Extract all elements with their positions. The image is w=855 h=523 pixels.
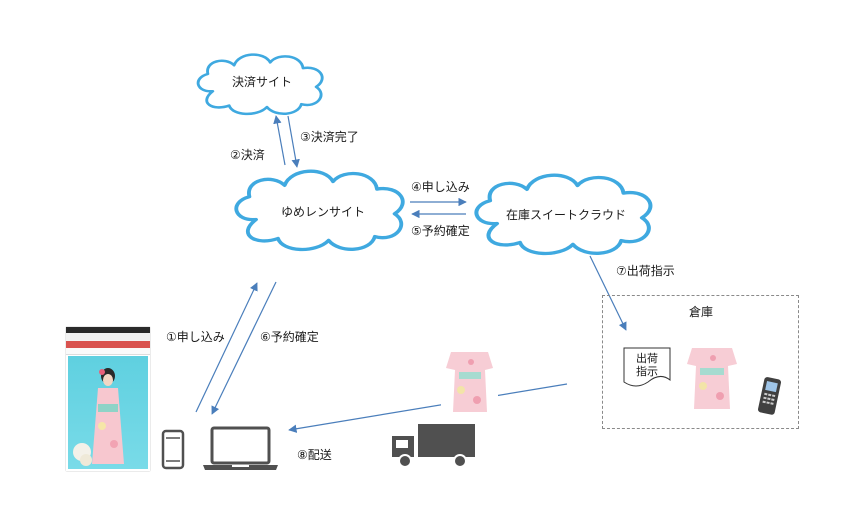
kimono-photo-delivery <box>441 342 498 414</box>
step-5-label: ⑤予約確定 <box>411 224 470 238</box>
zaiko-cloud-label: 在庫スイートクラウド <box>505 208 626 222</box>
step-1-label: ①申し込み <box>166 330 225 344</box>
step-2-label: ②決済 <box>230 148 265 162</box>
arrow-shipping-instruction <box>589 255 627 331</box>
warehouse-label: 倉庫 <box>689 305 714 319</box>
smartphone-icon <box>161 429 185 470</box>
arrow-apply-from-device <box>195 282 258 413</box>
phone-photo <box>68 356 148 469</box>
kimono-girl-figure <box>73 368 124 466</box>
step-8-label: ⑧配送 <box>297 448 332 462</box>
arrow-delivery <box>288 383 568 433</box>
warehouse-box <box>602 295 799 429</box>
kimono-photo-warehouse <box>682 338 742 411</box>
step-4-label: ④申し込み <box>411 180 470 194</box>
step-7-label: ⑦出荷指示 <box>616 264 675 278</box>
laptop-icon <box>203 426 278 470</box>
payment-site-label: 決済サイト <box>231 75 292 89</box>
step-3-label: ③決済完了 <box>300 130 359 144</box>
arrow-payment-complete <box>287 115 300 168</box>
arrow-confirm-to-device <box>211 281 277 415</box>
phone-header <box>66 333 150 341</box>
truck-icon <box>392 424 475 468</box>
shipping-note <box>623 347 671 387</box>
phone-status-bar <box>66 327 150 333</box>
yumeren-site-label: ゆめレンサイト <box>280 205 365 219</box>
phone-screenshot <box>66 327 150 471</box>
arrow-payment <box>273 115 286 166</box>
shipping-note-line1: 出荷 <box>636 352 658 365</box>
step-6-label: ⑥予約確定 <box>260 330 319 344</box>
shipping-note-line2: 指示 <box>636 365 658 378</box>
phone-red-bar <box>66 341 150 348</box>
handheld-scanner-icon <box>758 377 782 415</box>
phone-nav <box>66 348 150 355</box>
